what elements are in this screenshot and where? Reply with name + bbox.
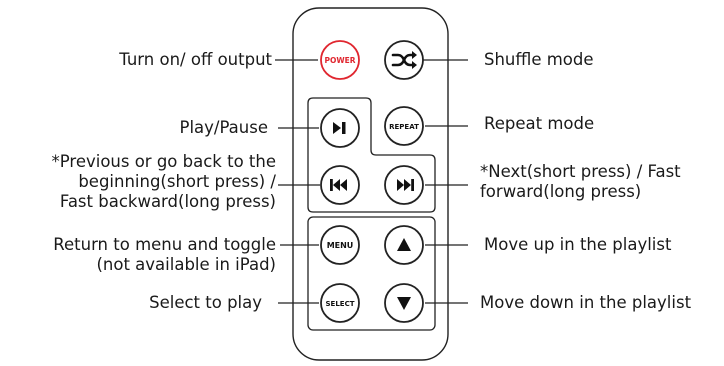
play-pause-icon <box>333 122 346 134</box>
shuffle-icon <box>391 53 416 67</box>
label-shuffle: Shuffle mode <box>484 50 594 69</box>
label-play-pause: Play/Pause <box>179 118 269 137</box>
label-up: Move up in the playlist <box>484 235 672 254</box>
next-button[interactable] <box>384 165 424 205</box>
select-button[interactable]: SELECT <box>320 283 360 323</box>
menu-button[interactable]: MENU <box>320 225 360 265</box>
label-menu: Return to menu and toggle (not available… <box>53 235 276 274</box>
remote-body <box>292 7 449 361</box>
down-triangle-icon <box>397 297 411 310</box>
label-power: Turn on/ off output <box>119 50 272 69</box>
label-repeat: Repeat mode <box>484 114 595 133</box>
previous-button[interactable] <box>320 165 360 205</box>
repeat-button[interactable]: REPEAT <box>384 106 424 146</box>
label-down: Move down in the playlist <box>480 293 692 312</box>
label-next: *Next(short press) / Fast forward(long p… <box>480 162 681 201</box>
menu-button-label: MENU <box>327 241 354 250</box>
previous-icon <box>330 179 347 191</box>
transport-panel <box>307 97 436 213</box>
shuffle-button[interactable] <box>384 40 424 80</box>
label-select: Select to play <box>149 293 262 312</box>
next-icon <box>397 179 414 191</box>
down-button[interactable] <box>384 283 424 323</box>
repeat-button-label: REPEAT <box>389 123 419 131</box>
select-button-label: SELECT <box>326 300 355 308</box>
up-button[interactable] <box>384 225 424 265</box>
power-button[interactable]: POWER <box>320 40 360 80</box>
power-button-label: POWER <box>324 56 355 65</box>
navigation-panel <box>307 216 436 331</box>
up-triangle-icon <box>397 238 411 251</box>
label-previous: *Previous or go back to the beginning(sh… <box>51 152 276 211</box>
play-pause-button[interactable] <box>320 108 360 148</box>
